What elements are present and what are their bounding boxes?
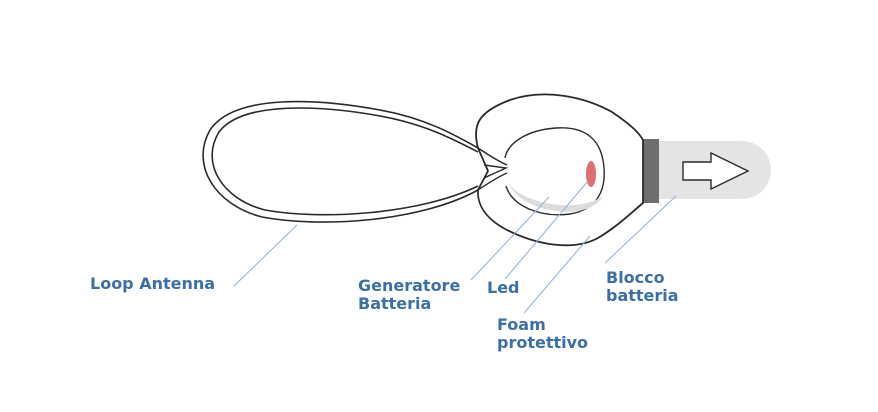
- label-generatore-line1: Generatore: [358, 276, 461, 295]
- label-foam-line1: Foam: [497, 315, 546, 334]
- led: [586, 161, 596, 187]
- label-generatore-line2: Batteria: [358, 294, 432, 313]
- core-shadow: [508, 182, 603, 212]
- leader-loop-antenna: [233, 224, 298, 287]
- label-loop-antenna: Loop Antenna: [90, 275, 215, 293]
- generator-core: [504, 127, 605, 216]
- battery-block: [643, 139, 659, 203]
- loop-antenna: [202, 100, 479, 223]
- label-blocco-batteria: Blocco batteria: [606, 269, 679, 305]
- generator-body: [475, 93, 644, 247]
- leader-led: [504, 180, 589, 280]
- label-led-text: Led: [487, 278, 520, 297]
- label-blocco-line2: batteria: [606, 286, 679, 305]
- label-foam-line2: protettivo: [497, 333, 589, 352]
- leader-foam: [523, 235, 591, 314]
- arrow-icon: [682, 151, 750, 191]
- label-generatore-batteria: Generatore Batteria: [358, 277, 460, 313]
- leader-blocco: [604, 195, 677, 264]
- label-blocco-line1: Blocco: [606, 268, 665, 287]
- label-foam-protettivo: Foam protettivo: [497, 316, 588, 352]
- leader-generatore: [470, 196, 550, 281]
- antenna-joint: [477, 147, 509, 191]
- label-led: Led: [487, 279, 520, 297]
- label-loop-antenna-text: Loop Antenna: [90, 274, 216, 293]
